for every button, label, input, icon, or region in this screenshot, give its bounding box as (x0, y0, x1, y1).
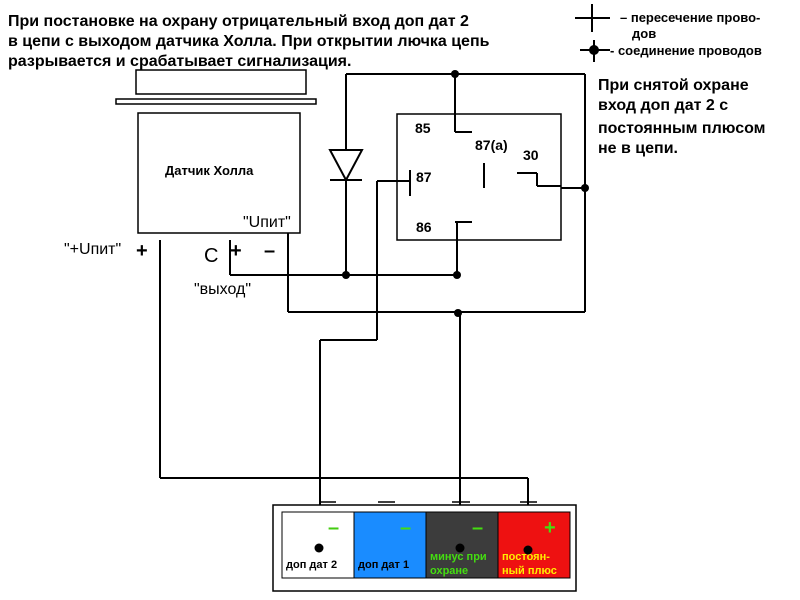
junction-dot (454, 309, 462, 317)
sensor-minus-sign: – (264, 240, 275, 262)
connector-cell-label: постоян- (502, 551, 550, 563)
supply-plus-sign: + (136, 240, 148, 262)
connector-cell-sign: – (328, 517, 339, 539)
sensor-plus-sign: + (230, 240, 242, 262)
title-line-1: При постановке на охрану отрицательный в… (8, 13, 469, 30)
connector-cell-sign: – (472, 517, 483, 539)
title-line-3: разрывается и срабатывает сигнализация. (8, 53, 351, 70)
note-line-1: При снятой охране (598, 77, 749, 94)
title-line-2: в цепи с выходом датчика Холла. При откр… (8, 33, 490, 50)
relay-pin-30: 30 (523, 147, 539, 163)
junction-dot (451, 70, 459, 78)
junction-symbol-icon (580, 40, 610, 62)
connector-cell-bg (353, 511, 427, 579)
junction-dot (523, 545, 533, 555)
sensor-output-label: "выход" (194, 281, 251, 298)
relay-box (396, 113, 562, 241)
relay-pin-87: 87 (416, 169, 432, 185)
relay-pin-85: 85 (415, 120, 431, 136)
supply-label: "+Uпит" (64, 241, 121, 258)
junction-dot (581, 184, 589, 192)
legend-crossing-text: – пересечение прово- (620, 10, 760, 25)
legend-connection-text: - соединение проводов (610, 43, 762, 58)
relay-pin-86: 86 (416, 219, 432, 235)
junction-dots (342, 70, 589, 317)
title-block: При постановке на охрану отрицательный в… (8, 13, 490, 70)
connector-cell-bg (497, 511, 571, 579)
connector-cell-label: доп дат 2 (286, 559, 337, 571)
junction-dot (453, 271, 461, 279)
hatch-plate (115, 98, 317, 105)
junction-dot (342, 271, 350, 279)
note-line-3: постоянным плюсом (598, 120, 766, 137)
junction-dot (314, 543, 324, 553)
junction-dot (455, 543, 465, 553)
connector-cell-label: минус при (430, 551, 487, 563)
connector-cell-label: доп дат 1 (358, 559, 409, 571)
connector-cell-label: ный плюс (502, 565, 557, 577)
note-line-2: вход доп дат 2 с (598, 97, 728, 114)
legend-crossing-text-2: дов (632, 26, 656, 41)
connector-cell-sign: – (400, 517, 411, 539)
relay-pin-87a: 87(a) (475, 137, 508, 153)
connector-wire-dots (314, 543, 533, 555)
wires (159, 73, 586, 550)
note-line-4: не в цепи. (598, 140, 678, 157)
connector-cell-sign: + (544, 517, 556, 539)
hall-sensor-label: Датчик Холла (165, 163, 254, 178)
crossing-symbol-icon (575, 4, 610, 32)
connector-cell-label: охране (430, 565, 468, 577)
legend: – пересечение прово- дов - соединение пр… (575, 4, 762, 62)
disarmed-note: При снятой охране вход доп дат 2 с посто… (598, 77, 766, 157)
sensor-output-letter: C (204, 245, 218, 267)
magnet-block (135, 69, 307, 95)
sensor-supply-label: "Uпит" (243, 214, 291, 231)
connector-cell: – доп дат 1 (353, 511, 427, 579)
diode-icon (328, 149, 364, 183)
hall-sensor-box (137, 112, 301, 234)
connector-cell: + постоян-ный плюс (497, 511, 571, 579)
